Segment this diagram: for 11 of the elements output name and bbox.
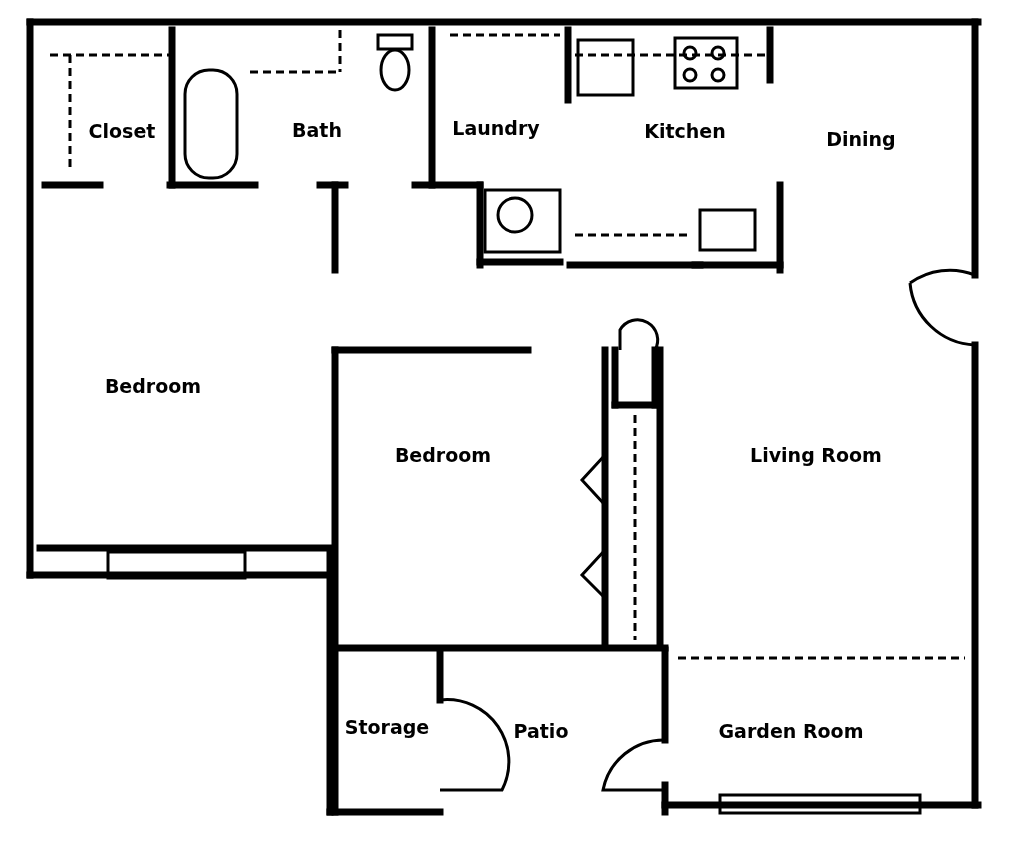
room-label: Dining [826,126,896,152]
room-label: Bedroom [394,442,492,468]
room-label: Bedroom [104,373,202,399]
room-label: Garden Room [718,718,864,744]
room-label: Living Room [750,442,882,468]
room-label: Closet [88,118,156,144]
room-label: Kitchen [644,118,726,144]
room-label: Laundry [452,115,540,141]
room-label: Patio [513,718,569,744]
room-label: Storage [344,714,430,740]
room-label: Bath [292,117,342,143]
